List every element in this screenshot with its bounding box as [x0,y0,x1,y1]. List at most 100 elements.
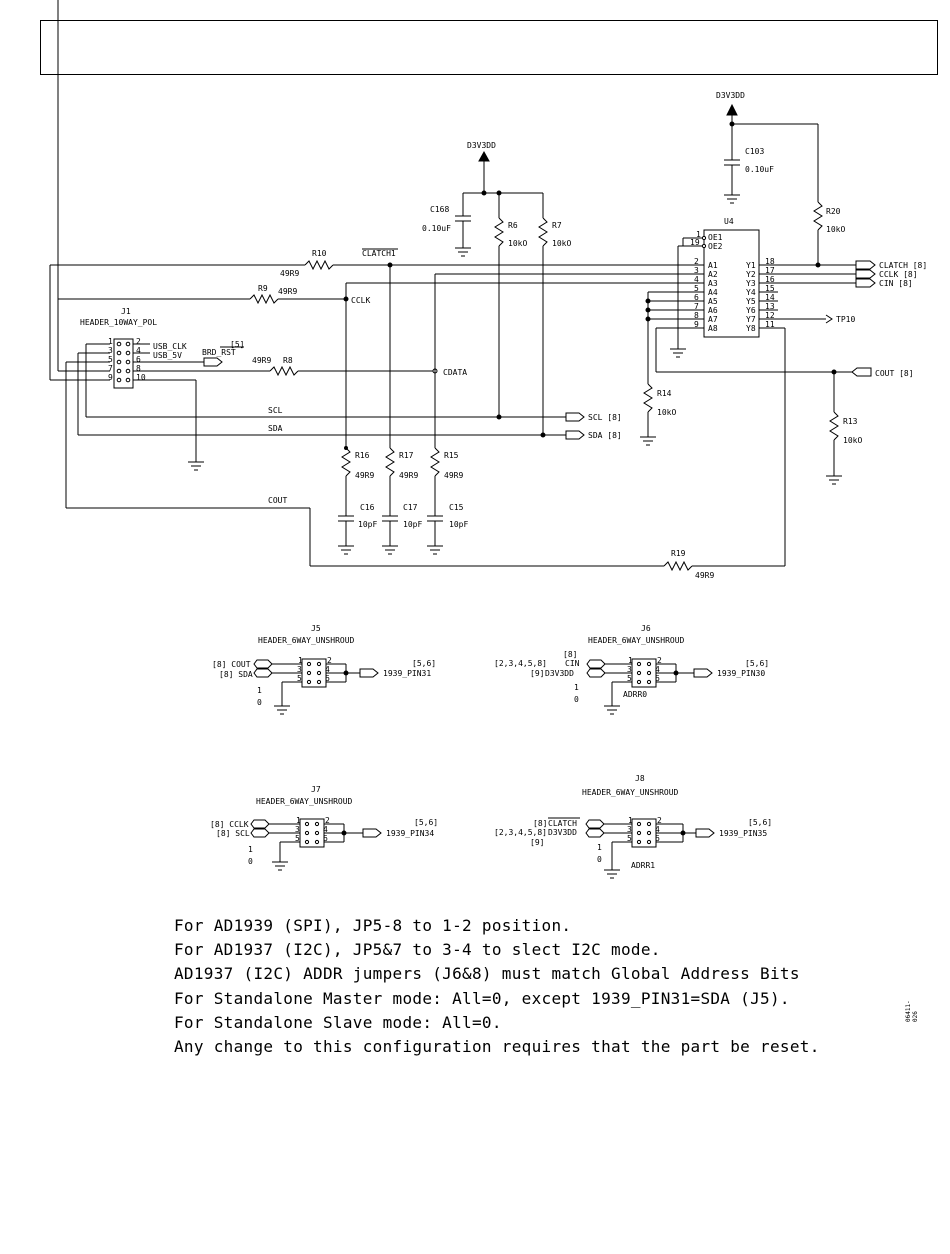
svg-text:1939_PIN31: 1939_PIN31 [383,669,431,678]
svg-text:A8: A8 [708,324,718,333]
svg-text:COUT [8]: COUT [8] [875,369,914,378]
svg-text:6: 6 [136,355,141,364]
svg-text:D3V3DD: D3V3DD [467,141,496,150]
svg-text:[8] SCL: [8] SCL [216,829,250,838]
svg-text:CLATCH: CLATCH [548,819,577,828]
svg-text:J8: J8 [635,774,645,783]
svg-text:J5: J5 [311,624,321,633]
note-line: For AD1939 (SPI), JP5-8 to 1-2 position. [174,916,572,935]
svg-text:R6: R6 [508,221,518,230]
svg-text:9: 9 [108,373,113,382]
title-block-frame [40,20,938,75]
svg-text:C16: C16 [360,503,375,512]
svg-text:4: 4 [325,665,330,674]
svg-text:D3V3DD: D3V3DD [545,669,574,678]
testpoint-tp10: TP10 [825,314,855,324]
svg-text:15: 15 [765,284,775,293]
svg-text:Y6: Y6 [746,306,756,315]
svg-text:BRD_RST: BRD_RST [202,348,236,357]
net-cdata: R8 49R9 CDATA [133,273,704,448]
svg-text:CIN: CIN [565,659,580,668]
svg-text:C103: C103 [745,147,764,156]
header-j5: J5 HEADER_6WAY_UNSHROUD [8] COUT [8] SDA… [212,624,436,715]
svg-text:5: 5 [627,834,632,843]
svg-text:6: 6 [655,674,660,683]
svg-text:8: 8 [136,364,141,373]
svg-text:A4: A4 [708,288,718,297]
resistor-r6: R6 10kO [494,193,527,417]
svg-text:[9]: [9] [530,838,544,847]
svg-text:CIN [8]: CIN [8] [879,279,913,288]
svg-text:10kO: 10kO [552,239,571,248]
net-cclk: R9 49R9 CCLK [57,0,704,372]
svg-text:A5: A5 [708,297,718,306]
svg-text:0.10uF: 0.10uF [745,165,774,174]
svg-text:49R9: 49R9 [355,471,374,480]
svg-text:Y4: Y4 [746,288,756,297]
svg-text:OE2: OE2 [708,242,723,251]
svg-text:R16: R16 [355,451,370,460]
svg-text:2: 2 [657,656,662,665]
svg-text:4: 4 [136,346,141,355]
svg-text:Y2: Y2 [746,270,756,279]
capacitor-c168: C168 0.10uF [422,193,471,257]
svg-text:R17: R17 [399,451,414,460]
resistor-r7: R7 10kO [538,193,571,435]
svg-text:TP10: TP10 [836,315,855,324]
net-clatch1: R10 49R9 CLATCH1 [49,248,704,381]
svg-text:7: 7 [108,364,113,373]
svg-text:6: 6 [323,834,328,843]
svg-text:C17: C17 [403,503,418,512]
svg-text:[5,6]: [5,6] [414,818,438,827]
resistor-r14: R14 10kO [640,291,704,446]
svg-text:HEADER_10WAY_POL: HEADER_10WAY_POL [80,318,157,327]
svg-text:8: 8 [694,311,699,320]
svg-text:HEADER_6WAY_UNSHROUD: HEADER_6WAY_UNSHROUD [582,788,679,797]
svg-text:J1: J1 [121,307,131,316]
svg-text:[5]: [5] [230,340,244,349]
svg-text:R13: R13 [843,417,858,426]
svg-text:A6: A6 [708,306,718,315]
svg-text:10kO: 10kO [843,436,862,445]
svg-text:SDA [8]: SDA [8] [588,431,622,440]
svg-text:14: 14 [765,293,775,302]
svg-text:D3V3DD: D3V3DD [716,91,745,100]
svg-text:[8]: [8] [563,650,577,659]
svg-text:1: 1 [298,656,303,665]
svg-text:Y8: Y8 [746,324,756,333]
svg-text:11: 11 [765,320,775,329]
svg-text:U4: U4 [724,217,734,226]
svg-text:ADRR1: ADRR1 [631,861,655,870]
svg-text:A1: A1 [708,261,718,270]
svg-text:4: 4 [655,825,660,834]
svg-text:R8: R8 [283,356,293,365]
svg-text:16: 16 [765,275,775,284]
svg-text:HEADER_6WAY_UNSHROUD: HEADER_6WAY_UNSHROUD [256,797,353,806]
svg-text:R14: R14 [657,389,672,398]
svg-text:49R9: 49R9 [695,571,714,580]
port-cin: CIN [8] [855,278,913,288]
svg-text:0.10uF: 0.10uF [422,224,451,233]
svg-text:1: 1 [628,816,633,825]
svg-text:18: 18 [765,257,775,266]
svg-text:3: 3 [295,825,300,834]
svg-text:SCL [8]: SCL [8] [588,413,622,422]
svg-text:R9: R9 [258,284,268,293]
svg-text:5: 5 [108,355,113,364]
svg-text:[5,6]: [5,6] [412,659,436,668]
svg-text:Y3: Y3 [746,279,756,288]
svg-text:OE1: OE1 [708,233,723,242]
svg-text:17: 17 [765,266,775,275]
net-sda: SDA SDA [8] [78,424,622,440]
svg-text:1: 1 [108,337,113,346]
note-line: Any change to this configuration require… [174,1037,820,1057]
svg-text:49R9: 49R9 [278,287,297,296]
svg-text:9: 9 [694,320,699,329]
svg-text:USB_CLK: USB_CLK [153,342,187,351]
svg-text:6: 6 [694,293,699,302]
svg-text:1: 1 [628,656,633,665]
port-cclk: CCLK [8] [855,269,918,279]
svg-text:2: 2 [325,816,330,825]
svg-text:2: 2 [327,656,332,665]
connector-j1: J1 HEADER_10WAY_POL 1 2 3 4 5 6 7 8 9 10… [65,307,244,508]
